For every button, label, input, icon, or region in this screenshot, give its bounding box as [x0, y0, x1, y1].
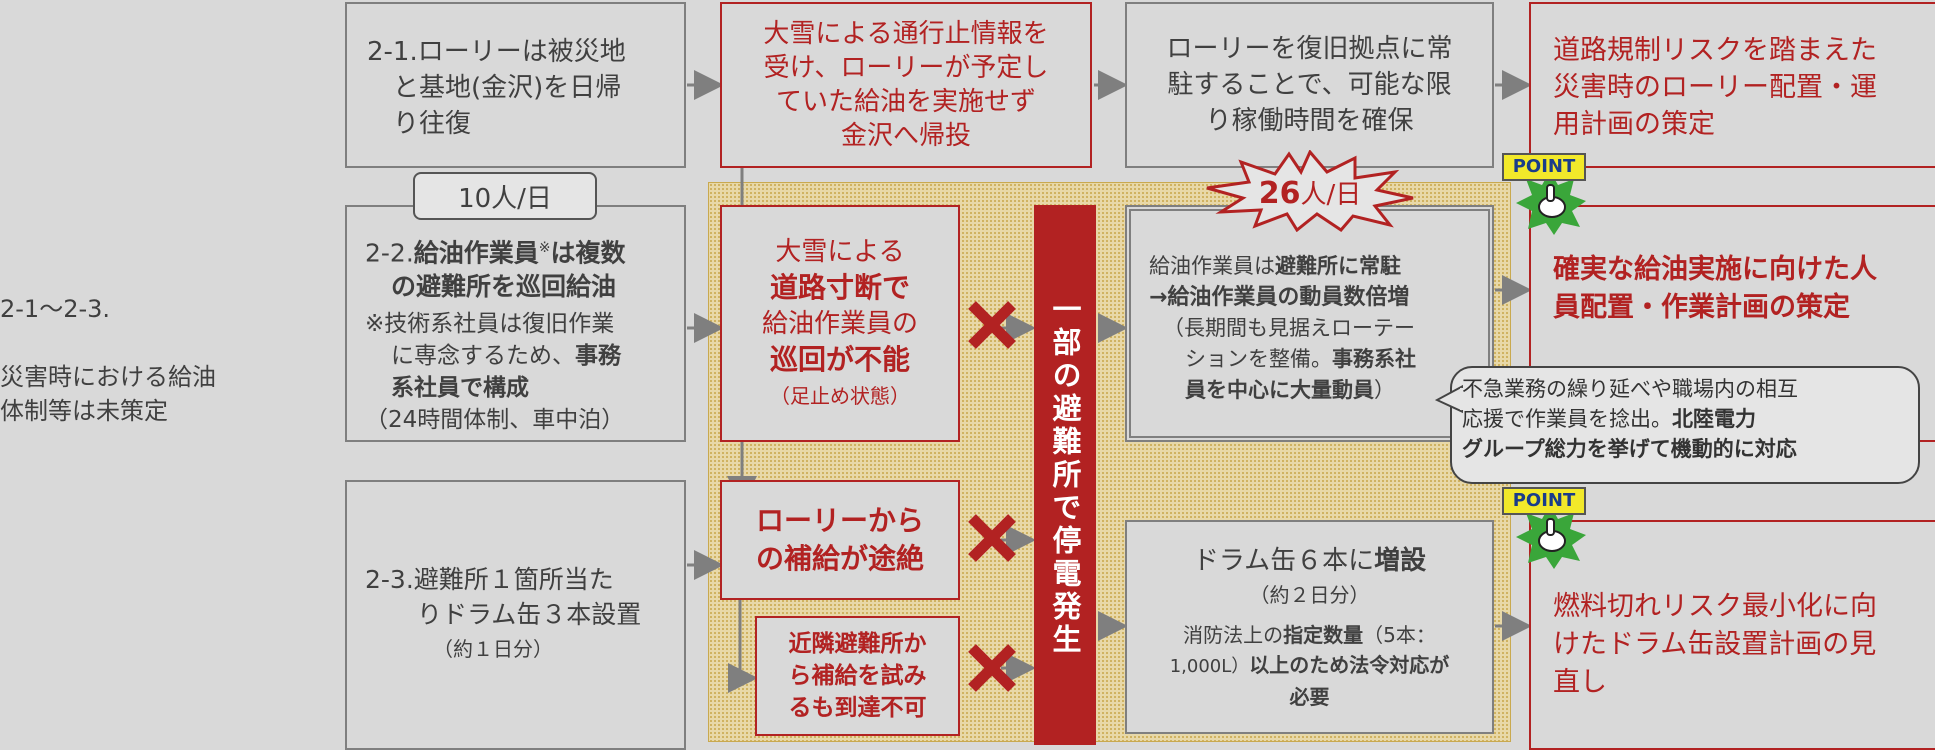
mobilization-callout: 不急業務の繰り延べや職場内の相互 応援で作業員を捻出。北陸電力 グループ総力を挙…	[1450, 366, 1920, 484]
row2-event-line: （足止め状態）	[770, 383, 910, 408]
point-badge-staffing: POINT	[1502, 153, 1592, 235]
row3-event-box-neighbor: 近隣避難所か ら補給を試み るも到達不可	[755, 616, 960, 736]
row1-event-box: 大雪による通行止情報を 受け、ローリーが予定し ていた給油を実施せず 金沢へ帰投	[720, 2, 1092, 168]
row3-issue-line: （約１日分）	[433, 637, 553, 661]
count-starburst-after	[1206, 150, 1414, 232]
row3-result-box: 燃料切れリスク最小化に向 けたドラム缶設置計画の見 直し	[1529, 520, 1935, 750]
row3-action-bold: 指定数量	[1283, 623, 1364, 647]
row2-issue-note: ※技術系社員は復旧作業	[365, 311, 615, 338]
row3-action-bold: 以上のため法令対応が	[1249, 653, 1450, 677]
point-label: POINT	[1502, 153, 1586, 181]
thumbs-up-star-icon	[1516, 171, 1586, 235]
left-label-line2: 災害時における給油	[0, 363, 216, 391]
point-badge-drum: POINT	[1502, 487, 1592, 569]
row2-issue-prefix: 2-2.	[365, 238, 414, 268]
callout-bold: 北陸電力	[1672, 407, 1756, 431]
row3-result-line: けたドラム缶設置計画の見	[1553, 629, 1877, 660]
row1-action-line: り稼働時間を確保	[1205, 106, 1414, 136]
row3-action-line: 消防法上の	[1183, 623, 1284, 647]
row1-result-box: 道路規制リスクを踏まえた 災害時のローリー配置・運 用計画の策定	[1529, 2, 1935, 168]
row2-issue-note: に専念するため、	[391, 343, 575, 370]
row2-event-line: 大雪による	[775, 236, 905, 267]
row2-result-bold: 確実な給油実施に向けた人	[1553, 254, 1877, 285]
row1-issue-box: 2-1.ローリーは被災地 と基地(金沢)を日帰 り往復	[345, 2, 686, 168]
row3-result-line: 直し	[1553, 667, 1607, 698]
row3-result-line: 燃料切れリスク最小化に向	[1553, 591, 1877, 622]
row3-issue-line: りドラム缶３本設置	[417, 600, 642, 629]
callout-line: 不急業務の繰り延べや職場内の相互	[1462, 377, 1798, 401]
row3-action-box: ドラム缶６本に増設 （約２日分） 消防法上の指定数量（5本： 1,000L）以上…	[1125, 520, 1494, 734]
row3-action-line: （約２日分）	[1249, 583, 1370, 607]
callout-bold: グループ総力を挙げて機動的に対応	[1462, 437, 1797, 461]
row2-action-bold: 員を中心に大量動員	[1185, 378, 1374, 402]
row3-action-line: （5本：	[1363, 623, 1436, 647]
row2-event-line: 給油作業員の	[761, 308, 918, 339]
row1-action-line: ローリーを復旧拠点に常	[1166, 34, 1453, 64]
row2-issue-note-bold: 系社員で構成	[391, 375, 529, 402]
row1-event-line: 金沢へ帰投	[840, 121, 971, 151]
row2-action-line: 給油作業員は	[1149, 254, 1275, 278]
row2-action-bold: →給油作業員の動員数倍増	[1149, 285, 1410, 310]
row2-action-line: ）	[1374, 378, 1395, 402]
row1-action-box: ローリーを復旧拠点に常 駐することで、可能な限 り稼働時間を確保	[1125, 2, 1494, 168]
row1-issue-line: と基地(金沢)を日帰	[393, 73, 622, 103]
left-label-range: 2-1〜2-3.	[0, 295, 111, 323]
row3-event2-line: ら補給を試み	[788, 663, 927, 689]
power-outage-bar: 一部の避難所で停電発生	[1034, 205, 1096, 745]
row2-issue-bold: は複数	[550, 238, 626, 268]
row1-issue-line: 2-1.ローリーは被災地	[367, 37, 626, 67]
row2-issue-note: （24時間体制、車中泊）	[365, 407, 625, 434]
row3-event1-line: ローリーから	[755, 504, 924, 537]
row3-event1-line: の補給が途絶	[755, 542, 924, 575]
row2-action-line: ションを整備。	[1185, 347, 1332, 371]
row3-issue-line: 2-3.避難所１箇所当た	[365, 565, 614, 594]
row2-event-bold: 道路寸断で	[769, 270, 910, 304]
thumbs-up-star-icon	[1516, 505, 1586, 569]
left-label-line3: 体制等は未策定	[0, 397, 168, 425]
row2-action-box: 給油作業員は避難所に常駐 →給油作業員の動員数倍増 （長期間も見据えローテー シ…	[1125, 205, 1494, 442]
left-label: 2-1〜2-3. 災害時における給油 体制等は未策定	[0, 292, 300, 428]
count-before-unit: 人/日	[491, 183, 552, 214]
callout-line: 応援で作業員を捻出。	[1462, 407, 1672, 431]
row2-action-bold: 事務系社	[1332, 347, 1416, 371]
row3-event-box-supply: ローリーから の補給が途絶	[720, 480, 960, 600]
callout-pointer	[1435, 384, 1463, 414]
row1-result-line: 災害時のローリー配置・運	[1553, 72, 1877, 103]
row3-event2-line: 近隣避難所か	[788, 631, 927, 657]
row1-event-line: ていた給油を実施せず	[775, 87, 1036, 117]
row2-issue-box: 2-2.給油作業員※は複数 の避難所を巡回給油 ※技術系社員は復旧作業 に専念す…	[345, 205, 686, 442]
count-after-label: 26人/日	[1205, 170, 1415, 214]
row1-event-line: 大雪による通行止情報を	[763, 19, 1049, 49]
row3-action-line: 1,000L）	[1169, 656, 1250, 677]
row3-action-bold: 増設	[1374, 546, 1427, 576]
row1-result-line: 道路規制リスクを踏まえた	[1553, 35, 1877, 66]
count-bubble-before: 10人/日	[413, 172, 597, 220]
row2-action-bold: 避難所に常駐	[1275, 254, 1401, 278]
count-after-number: 26	[1258, 175, 1301, 211]
count-before-number: 10	[458, 183, 492, 214]
row2-event-box: 大雪による 道路寸断で 給油作業員の 巡回が不能 （足止め状態）	[720, 205, 960, 442]
row1-action-line: 駐することで、可能な限	[1167, 70, 1452, 100]
row3-event2-line: るも到達不可	[788, 695, 927, 721]
row2-issue-bold: の避難所を巡回給油	[391, 272, 617, 302]
count-after-unit: 人/日	[1300, 179, 1362, 210]
row3-action-bold: 必要	[1289, 685, 1330, 709]
row1-result-line: 用計画の策定	[1553, 109, 1715, 140]
row2-action-line: （長期間も見据えローテー	[1163, 316, 1415, 340]
row2-result-bold: 員配置・作業計画の策定	[1553, 292, 1850, 323]
row1-issue-line: り往復	[393, 109, 472, 139]
row1-event-line: 受け、ローリーが予定し	[763, 53, 1049, 83]
row2-event-bold: 巡回が不能	[769, 342, 910, 376]
row2-issue-bold: 給油作業員	[413, 238, 539, 268]
row3-action-line: ドラム缶６本に	[1192, 546, 1375, 576]
point-label: POINT	[1502, 487, 1586, 515]
row3-issue-box: 2-3.避難所１箇所当た りドラム缶３本設置 （約１日分）	[345, 480, 686, 750]
row2-issue-note-bold: 事務	[575, 343, 621, 370]
footnote-mark: ※	[538, 240, 551, 256]
